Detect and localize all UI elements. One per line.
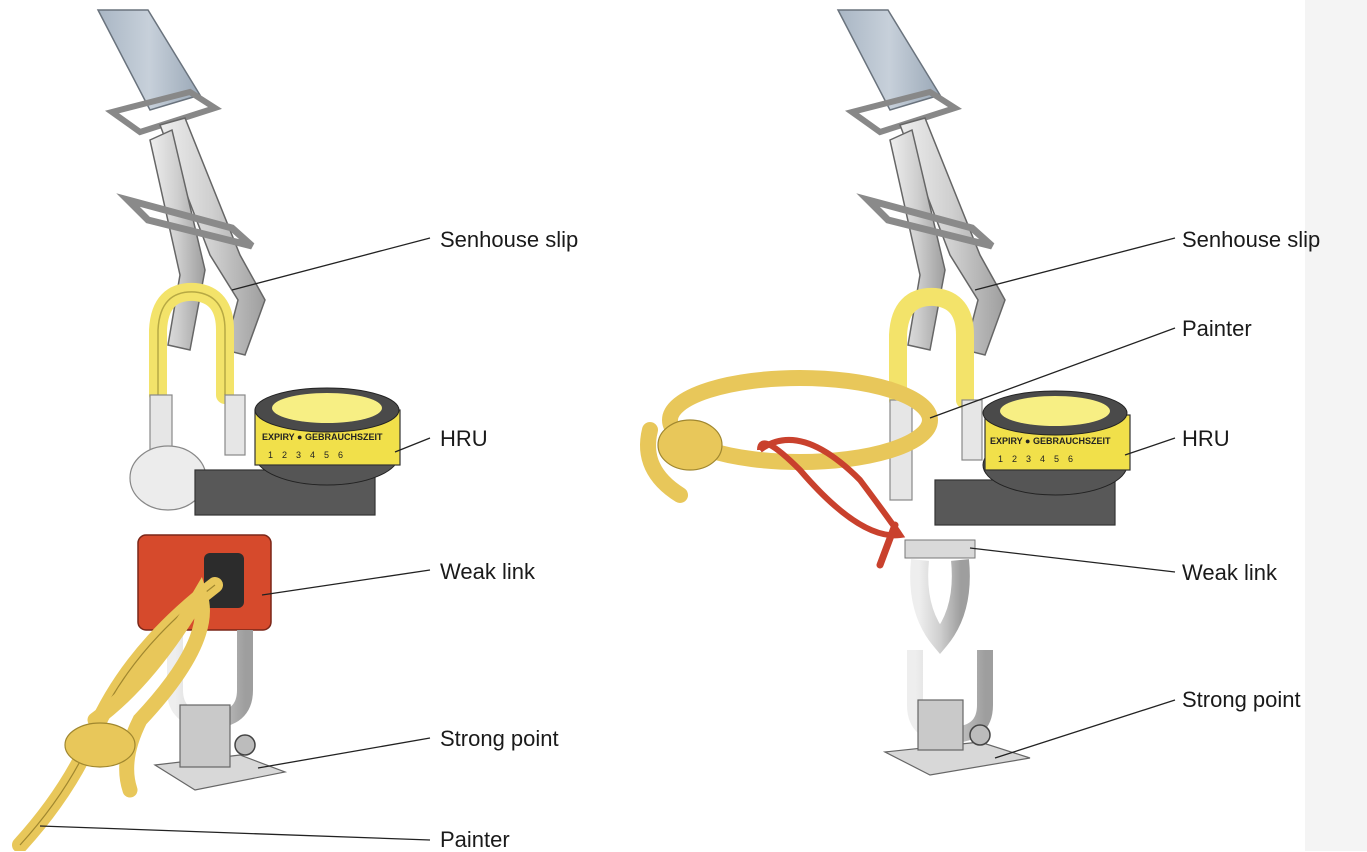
left-painter-knot	[65, 723, 135, 767]
svg-text:5: 5	[324, 450, 329, 460]
left-leader-painter	[40, 826, 430, 840]
svg-text:2: 2	[1012, 454, 1017, 464]
svg-text:4: 4	[310, 450, 315, 460]
right-label-hru: HRU	[1182, 428, 1230, 450]
svg-text:6: 6	[338, 450, 343, 460]
left-leader-weak-link	[262, 570, 430, 595]
left-label-strong-point: Strong point	[440, 728, 559, 750]
svg-text:6: 6	[1068, 454, 1073, 464]
left-shackle-bolt	[235, 735, 255, 755]
svg-text:3: 3	[296, 450, 301, 460]
left-sling-leg-2	[225, 395, 245, 455]
right-leader-weak-link	[970, 548, 1175, 572]
right-eye-bolt	[919, 560, 961, 640]
right-label-painter: Painter	[1182, 318, 1252, 340]
svg-text:5: 5	[1054, 454, 1059, 464]
left-label-painter: Painter	[440, 829, 510, 851]
right-painter-knot	[658, 420, 722, 470]
right-label-strong-point: Strong point	[1182, 689, 1301, 711]
left-label-weak-link: Weak link	[440, 561, 535, 583]
svg-text:3: 3	[1026, 454, 1031, 464]
right-shackle-bolt	[970, 725, 990, 745]
svg-text:2: 2	[282, 450, 287, 460]
svg-text:1: 1	[998, 454, 1003, 464]
right-label-senhouse-slip: Senhouse slip	[1182, 229, 1320, 251]
right-leader-hru	[1125, 438, 1175, 455]
left-leader-strong-point	[258, 738, 430, 768]
left-leader-senhouse	[232, 238, 430, 290]
right-label-weak-link: Weak link	[1182, 562, 1277, 584]
right-leader-senhouse	[975, 238, 1175, 290]
right-leader-strong-point	[995, 700, 1175, 758]
left-hru-dial-text: EXPIRY ● GEBRAUCHSZEIT	[262, 432, 383, 442]
right-weak-link	[905, 540, 975, 558]
right-sling-leg-2	[962, 400, 982, 460]
left-label-hru: HRU	[440, 428, 488, 450]
left-label-senhouse-slip: Senhouse slip	[440, 229, 578, 251]
svg-text:4: 4	[1040, 454, 1045, 464]
svg-text:1: 1	[268, 450, 273, 460]
right-hru-dial-text: EXPIRY ● GEBRAUCHSZEIT	[990, 436, 1111, 446]
